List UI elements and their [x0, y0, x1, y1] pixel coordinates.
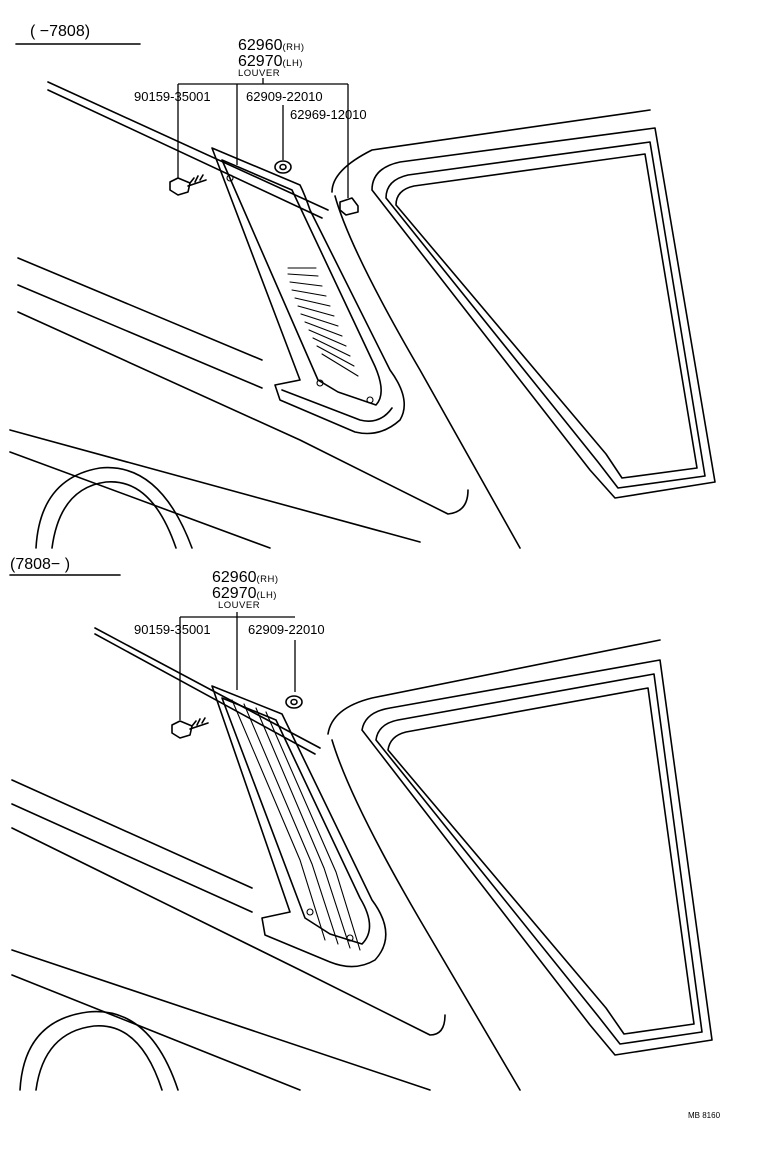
- louver-icon: [211, 685, 387, 968]
- diagram-code: MB 8160: [688, 1111, 721, 1120]
- clip-part-number-2: 62909-22010: [248, 622, 325, 637]
- range-label-2: (7808− ): [10, 556, 71, 573]
- part-name-2: LOUVER: [218, 600, 261, 611]
- screw-icon: [169, 174, 207, 196]
- car-body-2: [11, 627, 713, 1091]
- car-body-1: [9, 81, 716, 549]
- leader-lines-2: [179, 612, 296, 720]
- retainer-icon: [339, 197, 359, 216]
- leader-lines-1: [177, 78, 349, 198]
- part-number-rh-2: 62960(RH): [212, 569, 279, 586]
- retainer-part-number-1: 62969-12010: [290, 107, 367, 122]
- screw-part-number-2: 90159-35001: [134, 622, 211, 637]
- part-number-rh-1: 62960(RH): [238, 37, 305, 54]
- range-label-1: ( −7808): [30, 23, 91, 40]
- part-number-lh-1: 62970(LH): [238, 53, 303, 70]
- clip-part-number-1: 62909-22010: [246, 89, 323, 104]
- clip-icon: [285, 695, 303, 709]
- clip-icon: [274, 160, 292, 174]
- part-name-1: LOUVER: [238, 68, 281, 79]
- screw-part-number-1: 90159-35001: [134, 89, 211, 104]
- louver-icon: [211, 147, 406, 435]
- part-number-lh-2: 62970(LH): [212, 585, 277, 602]
- screw-icon: [171, 717, 209, 739]
